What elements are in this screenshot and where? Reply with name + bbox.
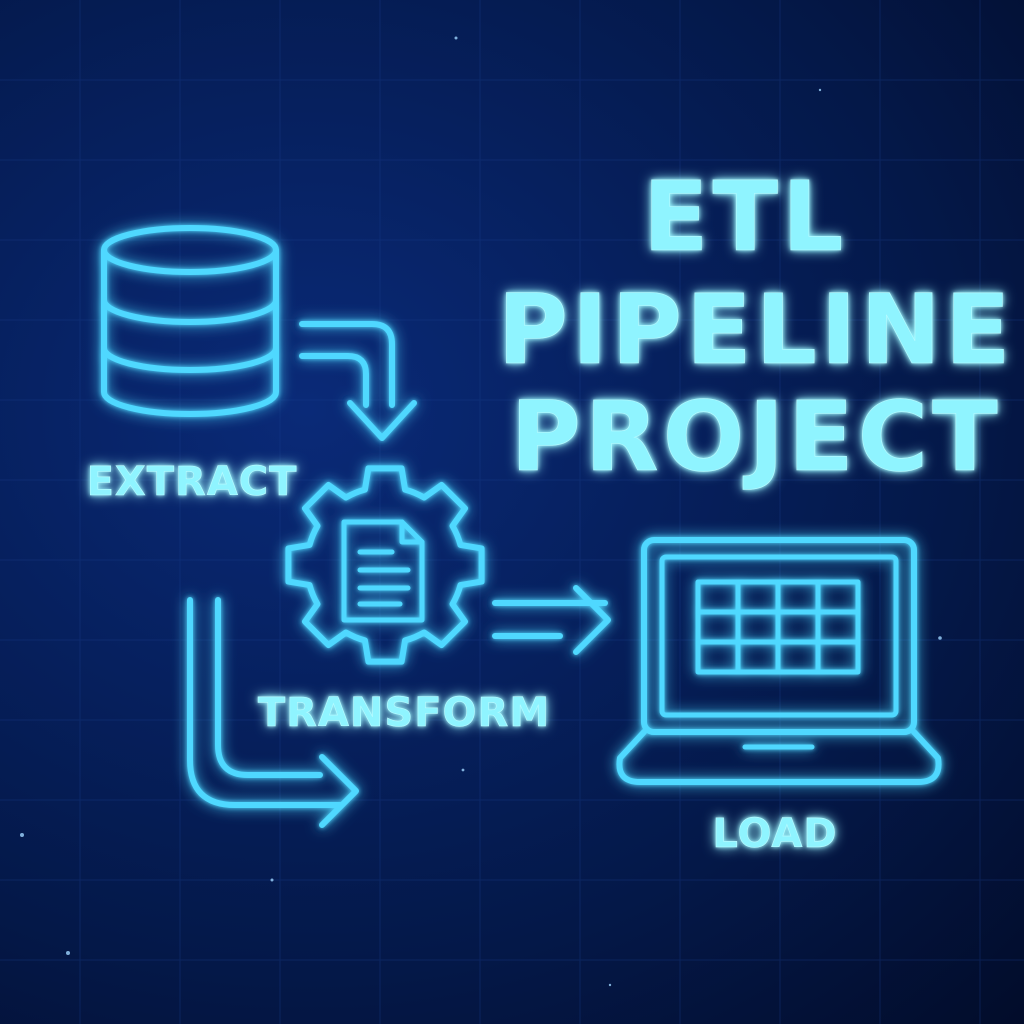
title-block: ETL PIPELINE PROJECT — [497, 161, 1015, 494]
arrow-extract-to-load-icon — [187, 597, 359, 828]
extract-label: EXTRACT — [87, 459, 298, 505]
arrow-extract-to-transform-icon — [299, 321, 417, 441]
gear-document-icon — [285, 465, 485, 665]
title-line-project: PROJECT — [510, 381, 1001, 493]
laptop-spreadsheet-icon — [616, 537, 942, 785]
title-line-etl: ETL — [643, 161, 847, 273]
load-label: LOAD — [712, 811, 837, 857]
title-line-pipeline: PIPELINE — [498, 274, 1015, 386]
database-icon — [101, 225, 279, 417]
transform-label: TRANSFORM — [258, 690, 550, 736]
arrow-transform-to-load-icon — [492, 585, 611, 655]
